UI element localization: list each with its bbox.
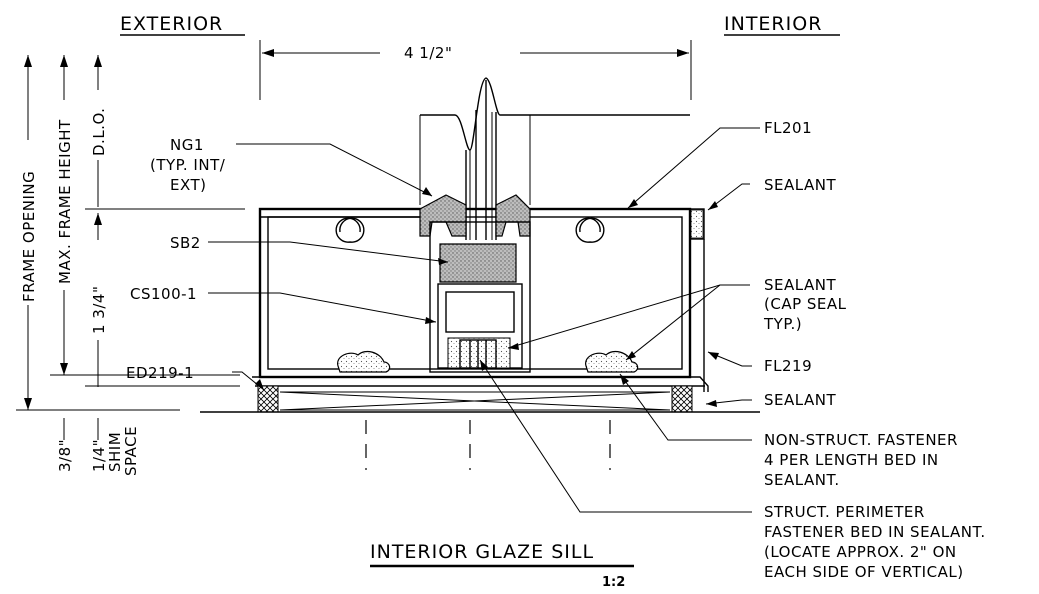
exterior-heading: EXTERIOR	[120, 13, 223, 35]
width-dimension-label: 4 1/2"	[404, 44, 452, 62]
interior-heading: INTERIOR	[724, 13, 822, 35]
dlo-label: D.L.O.	[90, 108, 108, 156]
ng1-label-line2: (TYP. INT/	[150, 156, 226, 174]
non-struct-fastener-label-line3: SEALANT.	[764, 471, 840, 489]
ng1-label: NG1	[170, 136, 204, 154]
gaskets-ng1	[419, 194, 531, 237]
left-leaders	[208, 143, 449, 391]
setting-block-sb2	[439, 243, 517, 283]
cap-seal-left	[337, 350, 391, 373]
struct-perimeter-label-line4: EACH SIDE OF VERTICAL)	[764, 563, 964, 581]
sealant-cap-label-line2: (CAP SEAL	[764, 295, 847, 313]
drawing-scale: 1:2	[602, 575, 625, 590]
left-dimension-lines	[16, 55, 245, 440]
fl219-label: FL219	[764, 357, 812, 375]
fl201-label: FL201	[764, 119, 812, 137]
max-frame-height-label: MAX. FRAME HEIGHT	[56, 119, 74, 284]
non-struct-fastener-label: NON-STRUCT. FASTENER	[764, 431, 958, 449]
space-label: SPACE	[122, 426, 140, 476]
struct-perimeter-label: STRUCT. PERIMETER	[764, 503, 925, 521]
sealant-cap-label: SEALANT	[764, 276, 836, 294]
ng1-label-line3: EXT)	[170, 176, 207, 194]
sb2-label: SB2	[170, 234, 201, 252]
three-quarter-label: 1 3/4"	[90, 286, 108, 334]
receptor-fl219	[200, 376, 760, 413]
frame-opening-label: FRAME OPENING	[20, 171, 38, 302]
struct-perimeter-label-line2: FASTENER BED IN SEALANT.	[764, 523, 986, 541]
shim-label: SHIM	[106, 432, 124, 472]
non-struct-fastener-label-line2: 4 PER LENGTH BED IN	[764, 451, 939, 469]
quarter-label: 1/4"	[90, 439, 108, 472]
pocket-cs100	[429, 221, 531, 373]
three-eighths-label: 3/8"	[56, 439, 74, 472]
right-leaders	[479, 127, 760, 513]
cap-seal-right	[585, 350, 639, 373]
sealant-bottom-label: SEALANT	[764, 391, 836, 409]
ed219-label: ED219-1	[126, 364, 194, 382]
cs100-label: CS100-1	[130, 285, 197, 303]
drawing-title: INTERIOR GLAZE SILL	[370, 541, 594, 563]
sealant-cap-label-line3: TYP.)	[763, 315, 802, 333]
width-dimension	[259, 40, 692, 100]
sealant-top-label: SEALANT	[764, 176, 836, 194]
struct-perimeter-label-line3: (LOCATE APPROX. 2" ON	[764, 543, 957, 561]
